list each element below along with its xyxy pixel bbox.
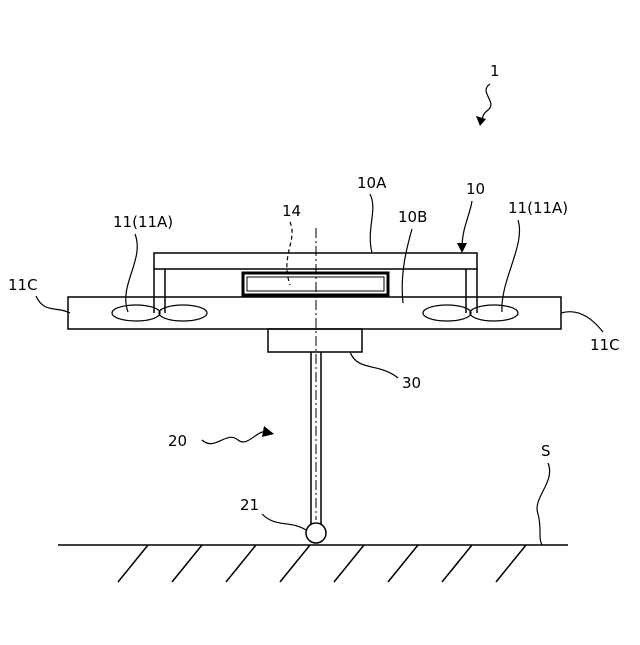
ground-hatching: [118, 545, 526, 582]
rotor-left-blade-1: [112, 305, 160, 321]
rotor-right-blade-1: [423, 305, 471, 321]
label-component-14: 14: [282, 202, 301, 220]
arrowhead-body: [457, 243, 467, 253]
probe-tip-21: [306, 523, 326, 543]
leader-arm-right: [561, 312, 603, 332]
mount-30: [268, 329, 362, 352]
leader-mount: [350, 352, 398, 378]
label-probe: 20: [168, 432, 187, 450]
label-device: 1: [490, 62, 500, 80]
label-arm-right: 11C: [590, 336, 620, 354]
leader-probe: [202, 431, 268, 443]
leader-body: [462, 201, 472, 248]
label-mount: 30: [402, 374, 421, 392]
leader-ground: [537, 463, 550, 545]
label-body: 10: [466, 180, 485, 198]
leader-rotor-right: [502, 220, 520, 312]
label-rotor-left: 11(11A): [113, 213, 173, 231]
leader-arm-left: [36, 296, 70, 313]
leader-upper-plate: [370, 194, 373, 253]
label-ground: S: [541, 442, 551, 460]
leader-probe-tip: [262, 514, 306, 530]
arrowhead-probe: [262, 426, 274, 437]
label-lower-plate: 10B: [398, 208, 427, 226]
arrowhead-device: [476, 116, 486, 126]
label-probe-tip: 21: [240, 496, 259, 514]
label-arm-left: 11C: [8, 276, 38, 294]
label-upper-plate: 10A: [357, 174, 387, 192]
main-body-10b: [68, 297, 561, 329]
leader-lower-plate: [402, 229, 412, 303]
label-rotor-right: 11(11A): [508, 199, 568, 217]
rotor-left-blade-2: [159, 305, 207, 321]
leader-rotor-left: [126, 234, 138, 312]
